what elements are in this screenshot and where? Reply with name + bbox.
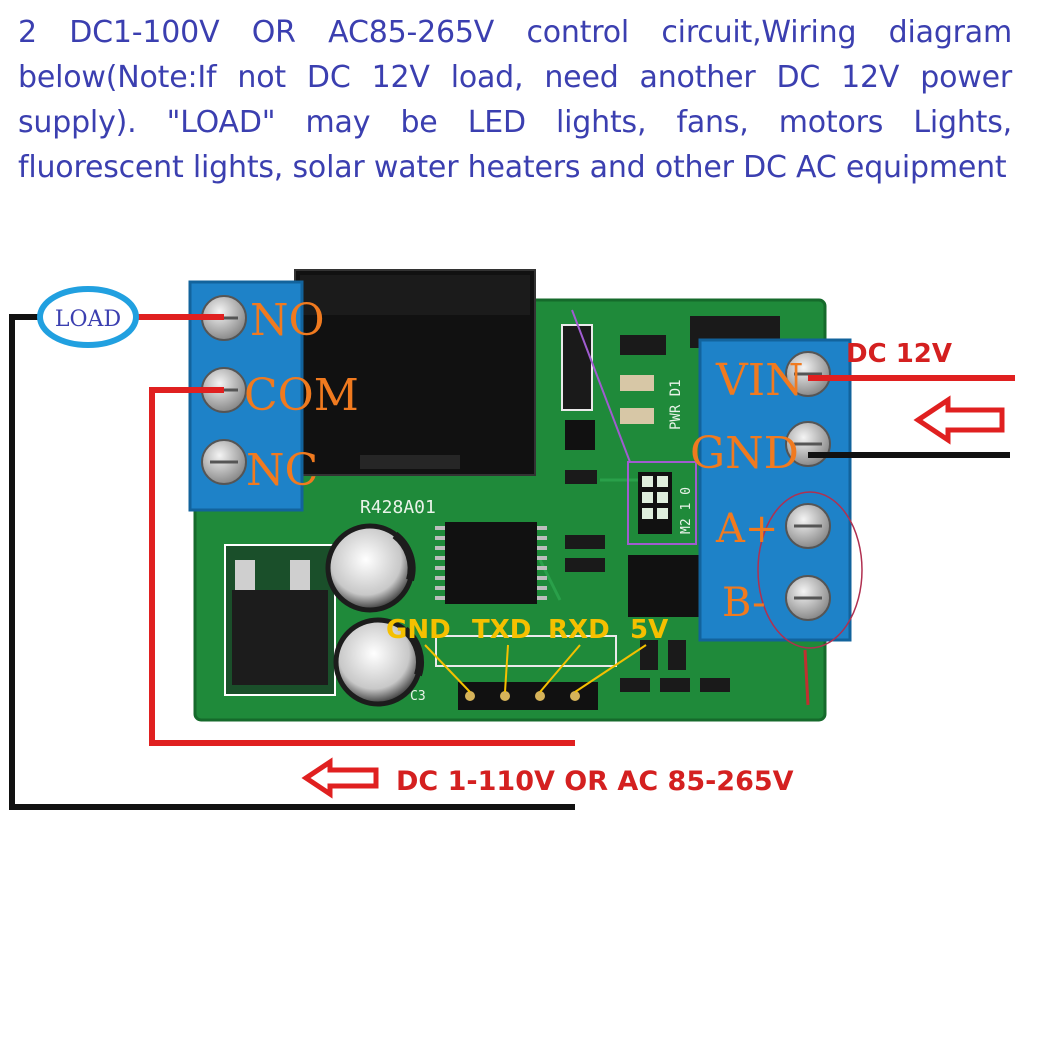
led-silk: PWR D1 — [668, 379, 684, 430]
capacitor-top — [325, 523, 416, 613]
terminal-label-vin: VIN — [715, 355, 804, 406]
voltage-regulator — [224, 544, 336, 696]
pin-label-txd: TXD — [472, 615, 531, 645]
description-text: 2 DC1-100V OR AC85-265V control circuit,… — [18, 15, 1012, 185]
terminal-label-b-minus: B- — [722, 580, 766, 626]
serial-header — [435, 635, 617, 710]
terminal-label-gnd: GND — [690, 428, 799, 479]
terminal-label-nc: NC — [246, 445, 318, 496]
mode-jumper: M2 1 0 — [571, 309, 697, 545]
serial-pin-labels: GND TXD RXD 5V — [386, 615, 668, 693]
screw-icon — [785, 575, 831, 621]
main-ic — [435, 522, 547, 604]
red-com-wire — [149, 387, 575, 746]
black-load-wire — [9, 314, 575, 810]
terminal-label-com: COM — [244, 370, 359, 421]
supply-voltage-label: DC 1-110V OR AC 85-265V — [396, 766, 794, 797]
power-terminal-block — [698, 338, 852, 642]
board-id-silk: R428A01 — [360, 497, 436, 518]
jumper-silk: M2 1 0 — [679, 487, 694, 534]
pin-label-5v: 5V — [630, 615, 668, 645]
screw-icon — [785, 351, 831, 397]
pin-label-gnd: GND — [386, 615, 451, 645]
rs485-marker-line — [803, 649, 810, 706]
rs485-ic — [628, 555, 702, 617]
terminal-label-no: NO — [250, 295, 325, 346]
terminal-label-a-plus: A+ — [715, 506, 778, 552]
cap-silk: C3 — [410, 689, 426, 704]
input-arrow-icon — [913, 395, 1005, 445]
wires — [9, 314, 1015, 810]
load-symbol: LOAD — [37, 286, 139, 348]
pin-label-rxd: RXD — [548, 615, 610, 645]
supply-arrow-icon — [301, 757, 379, 799]
capacitor-bottom: C3 — [333, 617, 426, 707]
screw-icon — [785, 503, 831, 549]
load-label: LOAD — [55, 307, 121, 332]
screw-icon — [201, 439, 247, 485]
rs485-highlight-ellipse — [757, 491, 863, 649]
dc12v-label: DC 12V — [846, 339, 952, 369]
